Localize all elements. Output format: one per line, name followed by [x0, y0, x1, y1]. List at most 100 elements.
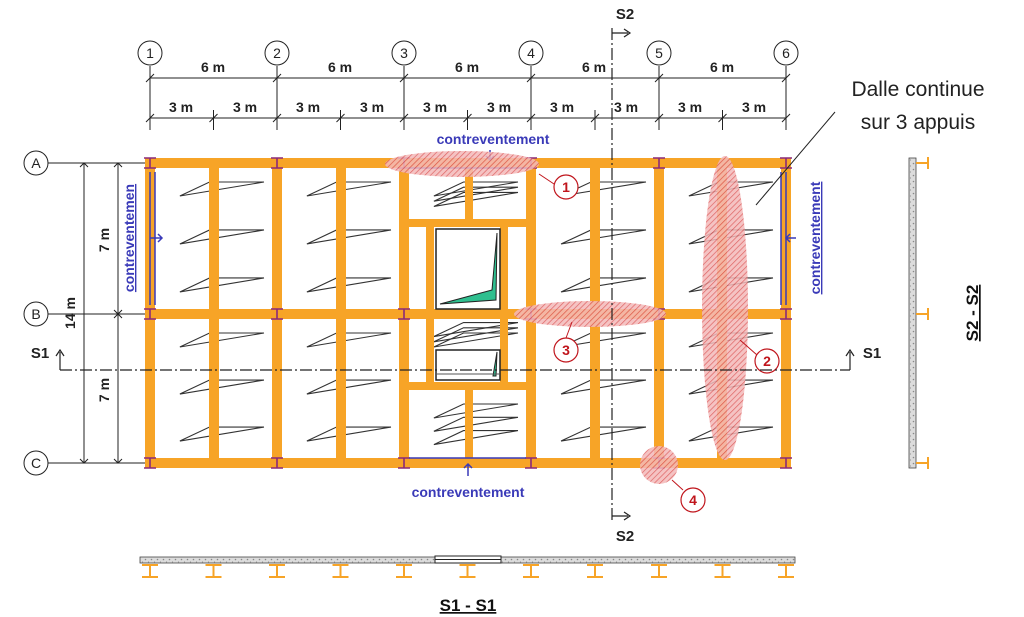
sub-dim-8: 3 m: [614, 99, 638, 115]
section-beam: [396, 564, 412, 578]
highlight-3: 3: [562, 342, 570, 358]
connection-marker: [780, 157, 792, 169]
bracing-label-top: contreventement: [437, 131, 550, 147]
dim-tick: [463, 110, 472, 130]
callout-leader: [755, 111, 836, 206]
slab-span-symbol: [560, 426, 647, 442]
slab-span-symbol: [306, 277, 392, 293]
section-beam: [714, 564, 731, 578]
slab-span-symbol: [179, 277, 265, 293]
slab-span-symbol: [306, 229, 392, 245]
bracing-label-left: contreventemen: [121, 184, 137, 292]
sub-dim-2: 3 m: [233, 99, 257, 115]
callout-line-1: Dalle continue: [851, 78, 984, 101]
connection-marker: [271, 457, 283, 469]
section-beam: [778, 564, 794, 578]
slab-span-symbol: [179, 229, 265, 245]
slab-span-symbol: [433, 181, 519, 197]
axis-a: A: [31, 155, 41, 171]
axis-3: 3: [400, 45, 408, 61]
section-title-s1: S1 - S1: [440, 596, 497, 615]
section-beam: [332, 564, 349, 578]
highlight-2: 2: [763, 353, 771, 369]
connection-marker: [144, 157, 156, 169]
section-marker-s1-right: S1: [863, 345, 881, 362]
slab-span-symbol: [560, 379, 647, 395]
section-beam: [459, 564, 476, 578]
connection-marker: [144, 308, 156, 320]
highlight-zones: [385, 151, 748, 484]
bracing-label-right: contreventement: [807, 181, 823, 294]
connection-marker: [653, 157, 665, 169]
sub-dim-6: 3 m: [487, 99, 511, 115]
section-line-s2: [611, 28, 632, 521]
axis-b: B: [31, 306, 40, 322]
slab-span-symbol: [560, 277, 647, 293]
connection-marker: [780, 308, 792, 320]
slab-span-symbol: [179, 379, 265, 395]
axis-4: 4: [527, 45, 535, 61]
span-dim-3: 6 m: [455, 59, 479, 75]
dimension-chain-top: 6 m 6 m 6 m 6 m 6 m 3 m 3 m 3 m 3 m 3 m …: [145, 59, 791, 130]
row-axis-markers: A B C 7 m 7 m 14 m: [23, 150, 148, 476]
slab-span-symbol: [306, 379, 392, 395]
span-dim-2: 6 m: [328, 59, 352, 75]
section-beam: [269, 564, 285, 578]
axis-c: C: [31, 455, 41, 471]
section-line-s1: [55, 348, 855, 371]
sub-dim-3: 3 m: [296, 99, 320, 115]
axis-2: 2: [273, 45, 281, 61]
slab-span-symbol: [179, 426, 265, 442]
slab-span-symbol: [306, 332, 392, 348]
slab-span-symbol: [179, 181, 265, 197]
dim-ab: 7 m: [96, 228, 112, 252]
sub-dim-1: 3 m: [169, 99, 193, 115]
section-beam: [587, 564, 603, 578]
section-marker-s2-top: S2: [616, 6, 634, 23]
connection-marker: [271, 308, 283, 320]
connection-marker: [271, 157, 283, 169]
section-s1-drawing: [139, 555, 796, 578]
dim-total: 14 m: [62, 297, 78, 329]
slab-span-symbols: [179, 181, 774, 446]
slab-span-symbol: [179, 332, 265, 348]
sub-dim-4: 3 m: [360, 99, 384, 115]
slab-span-symbol: [433, 416, 519, 432]
slab-span-symbol: [306, 181, 392, 197]
sub-dim-9: 3 m: [678, 99, 702, 115]
section-beam: [523, 564, 539, 578]
slab-span-symbol: [560, 229, 647, 245]
sub-dim-5: 3 m: [423, 99, 447, 115]
section-beam: [142, 564, 158, 578]
highlight-4: 4: [689, 492, 697, 508]
section-s2-drawing: [908, 157, 929, 469]
stair-opening-upper: [435, 228, 501, 310]
bracing-label-bottom: contreventement: [412, 484, 525, 500]
slab-span-symbol: [433, 186, 519, 202]
span-dim-5: 6 m: [710, 59, 734, 75]
dim-tick: [336, 110, 345, 130]
dim-tick: [209, 110, 218, 130]
sub-dim-7: 3 m: [550, 99, 574, 115]
highlight-markers: 1 2 3 4: [538, 173, 780, 513]
connection-marker: [525, 457, 537, 469]
slab-span-symbol: [433, 430, 519, 446]
stair-opening-lower: [435, 349, 501, 381]
axis-5: 5: [655, 45, 663, 61]
column-axis-markers: 1 2 3 4 5 6: [137, 40, 799, 130]
section-marker-s2-bottom: S2: [616, 528, 634, 545]
dim-tick: [718, 110, 727, 130]
connection-marker: [398, 308, 410, 320]
dim-tick: [590, 110, 600, 130]
section-beam: [205, 564, 222, 578]
section-title-s2: S2 - S2: [963, 285, 982, 342]
dim-bc: 7 m: [96, 378, 112, 402]
connection-marker: [144, 457, 156, 469]
sub-dim-10: 3 m: [742, 99, 766, 115]
slab-span-symbol: [433, 191, 519, 207]
axis-6: 6: [782, 45, 790, 61]
slab-span-symbol: [433, 403, 519, 419]
connection-marker: [780, 457, 792, 469]
callout-line-2: sur 3 appuis: [861, 111, 975, 134]
